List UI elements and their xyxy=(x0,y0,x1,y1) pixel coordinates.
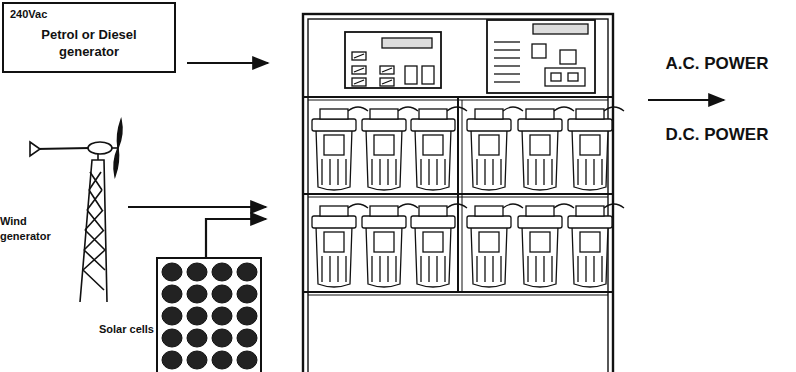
wind-label: Wind generator xyxy=(0,214,74,244)
arrows xyxy=(128,63,724,257)
ac-power-label: A.C. POWER xyxy=(640,53,794,76)
battery-cabinet xyxy=(303,14,613,372)
generator-name: Petrol or Diesel generator xyxy=(10,27,168,61)
solar-label: Solar cells xyxy=(80,322,154,337)
solar-cells xyxy=(162,263,257,369)
batteries xyxy=(312,107,624,287)
dc-power-label: D.C. POWER xyxy=(640,124,794,147)
voltage-heading: 240Vac xyxy=(10,7,168,21)
control-panels xyxy=(352,24,588,86)
generator-box: 240VacPetrol or Diesel generator xyxy=(2,2,176,73)
solar-panel xyxy=(157,258,261,372)
wind-generator xyxy=(30,120,122,302)
